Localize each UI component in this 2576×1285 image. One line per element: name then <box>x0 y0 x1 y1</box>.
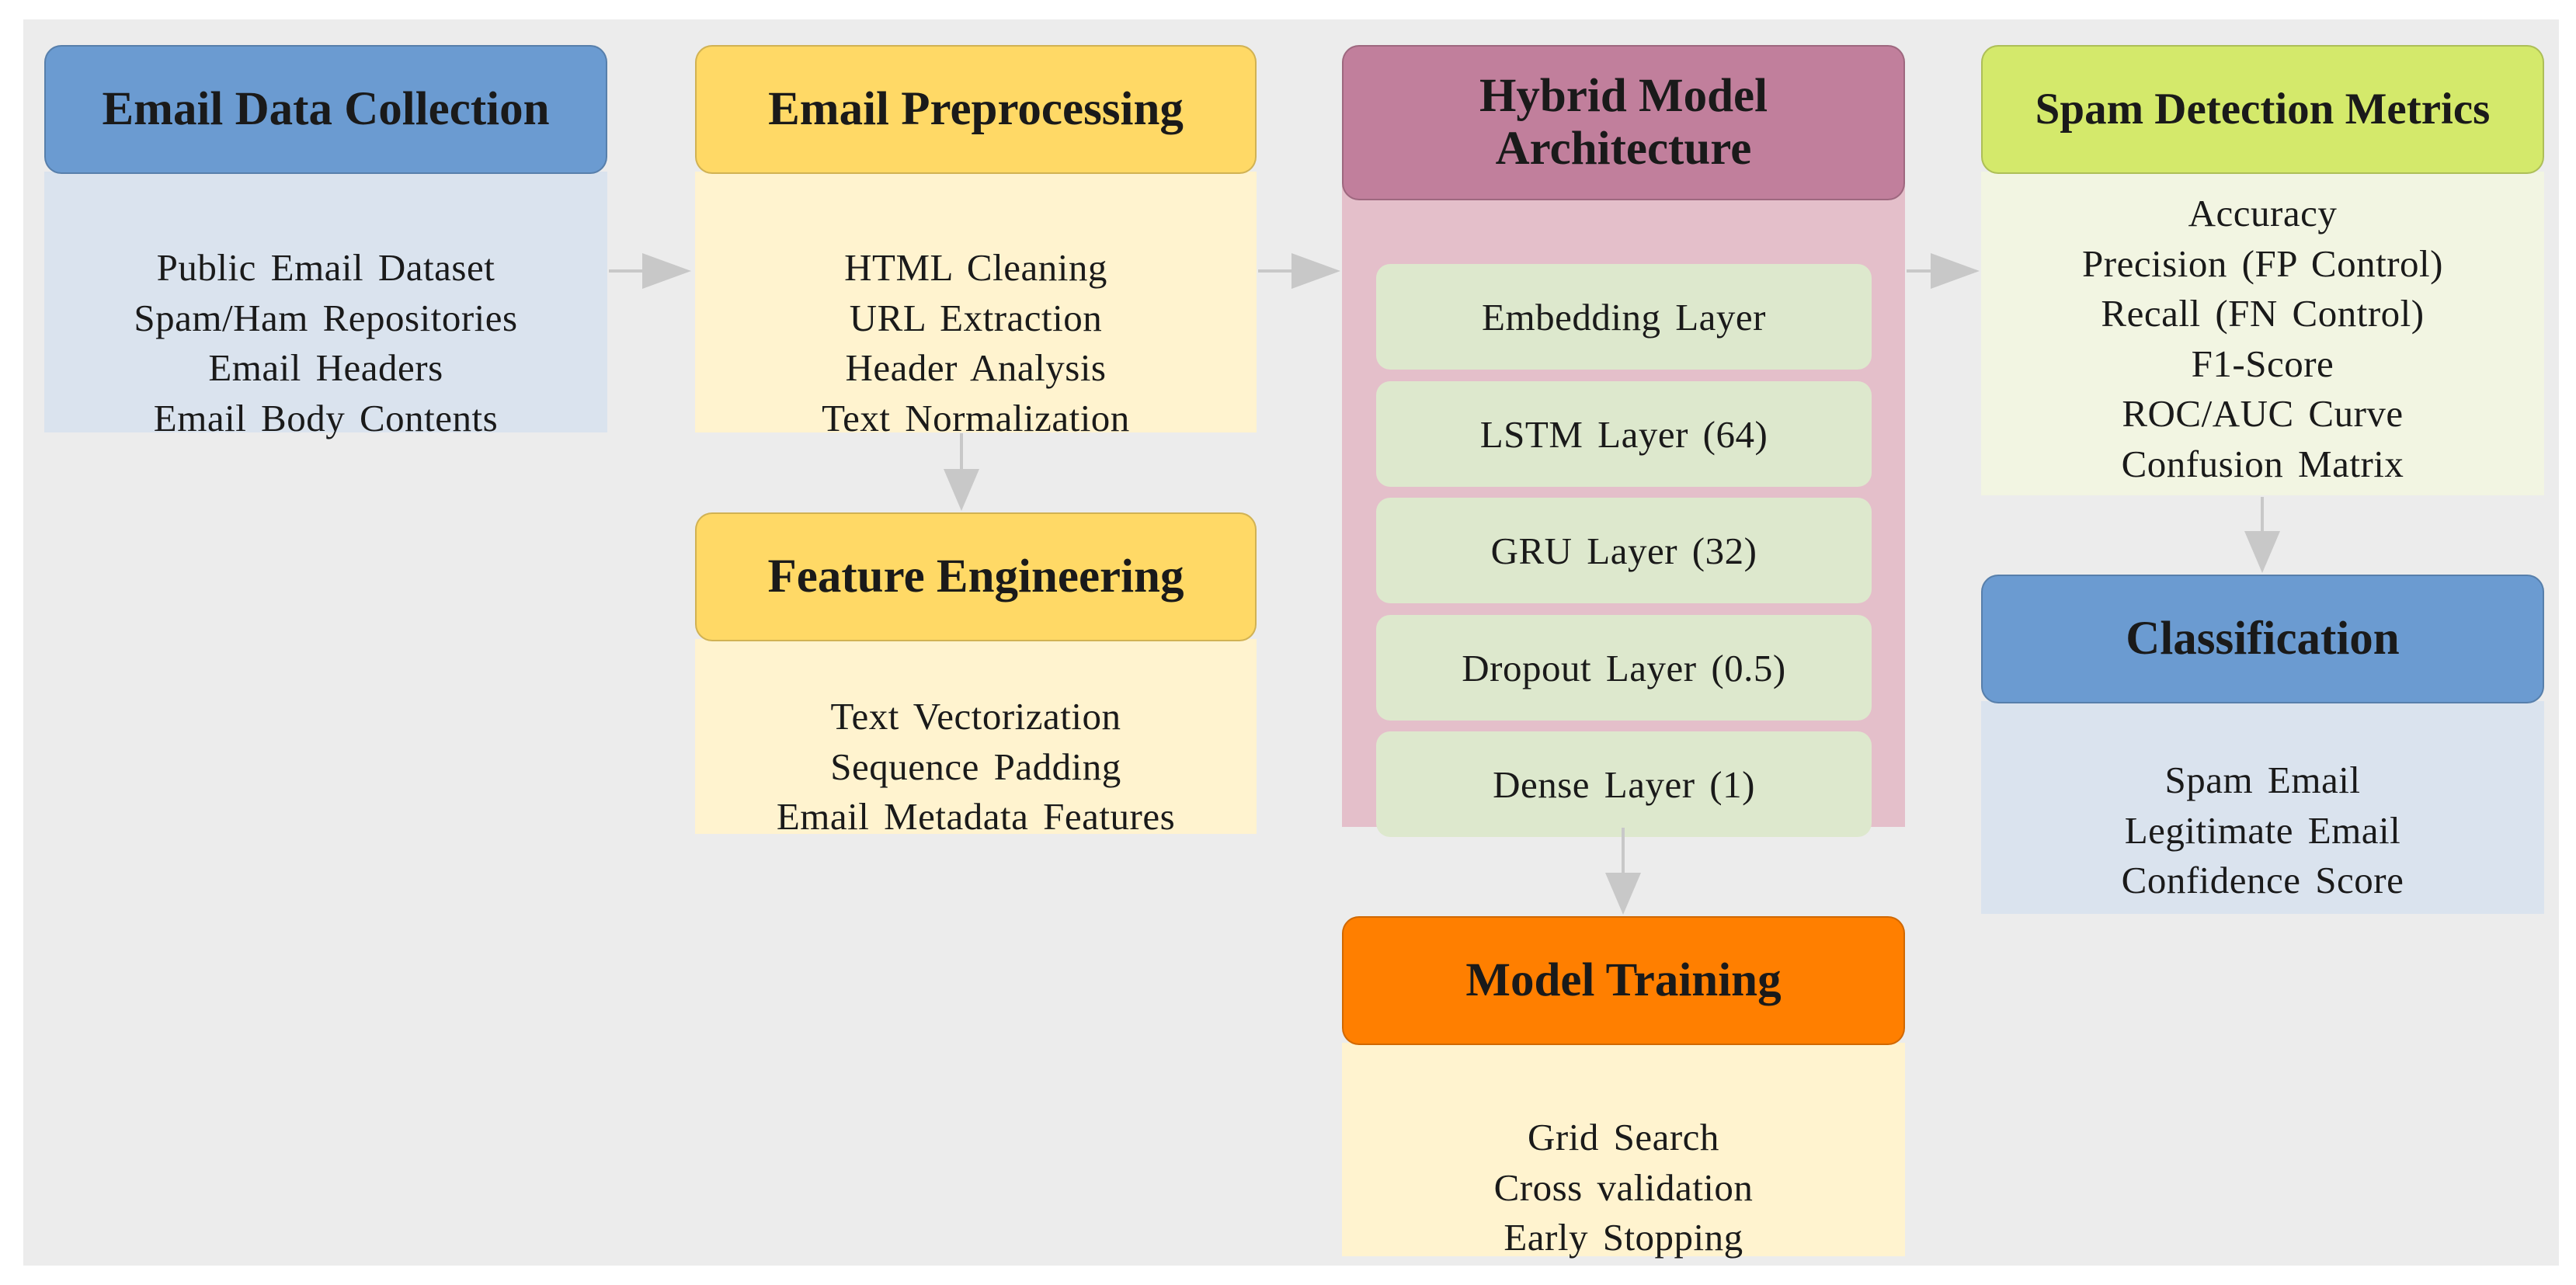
list-item: Spam/Ham Repositories <box>134 296 518 339</box>
list-item: Precision (FP Control) <box>2082 241 2443 285</box>
list-item: Spam Email <box>2164 759 2361 801</box>
classification-header: Classification <box>1981 575 2544 703</box>
hybrid-model-body: Embedding Layer LSTM Layer (64) GRU Laye… <box>1342 169 1905 837</box>
model-training-block: Grid Search Cross validation Early Stopp… <box>1342 916 1905 1259</box>
spam-detection-metrics-block: Accuracy Precision (FP Control) Recall (… <box>1981 45 2544 495</box>
lstm-layer-box: LSTM Layer (64) <box>1376 381 1872 487</box>
list-item: F1-Score <box>2191 342 2334 385</box>
list-item: Text Vectorization <box>830 695 1121 738</box>
email-data-collection-header: Email Data Collection <box>44 45 607 174</box>
email-preprocessing-body: HTML Cleaning URL Extraction Header Anal… <box>695 172 1257 439</box>
list-item: Email Headers <box>208 346 443 389</box>
list-item: Confusion Matrix <box>2121 442 2404 485</box>
classification-body: Spam Email Legitimate Email Confidence S… <box>1981 701 2544 914</box>
list-item: Email Metadata Features <box>776 795 1176 838</box>
embedding-layer-box: Embedding Layer <box>1376 264 1872 370</box>
email-preprocessing-header: Email Preprocessing <box>695 45 1257 174</box>
list-item: Public Email Dataset <box>156 246 495 289</box>
list-item: Accuracy <box>2188 192 2338 234</box>
list-item: Legitimate Email <box>2124 808 2401 852</box>
feature-engineering-body: Text Vectorization Sequence Padding Emai… <box>695 639 1257 838</box>
list-item: Confidence Score <box>2121 859 2404 901</box>
list-item: Email Body Contents <box>153 396 499 439</box>
dense-layer-box: Dense Layer (1) <box>1376 731 1872 837</box>
list-item: Text Normalization <box>822 396 1130 439</box>
email-data-collection-block: Public Email Dataset Spam/Ham Repositori… <box>44 45 607 439</box>
hybrid-model-title-line2: Architecture <box>1495 123 1752 175</box>
hybrid-model-header: Hybrid Model Architecture <box>1342 45 1905 200</box>
email-preprocessing-block: HTML Cleaning URL Extraction Header Anal… <box>695 45 1257 439</box>
list-item: Sequence Padding <box>830 745 1121 788</box>
list-item: Early Stopping <box>1504 1216 1743 1259</box>
feature-engineering-list: Text Vectorization Sequence Padding Emai… <box>695 692 1257 842</box>
list-item: URL Extraction <box>849 296 1103 339</box>
dropout-layer-box: Dropout Layer (0.5) <box>1376 615 1872 721</box>
gru-layer-box: GRU Layer (32) <box>1376 498 1872 603</box>
classification-block: Spam Email Legitimate Email Confidence S… <box>1981 575 2544 914</box>
list-item: ROC/AUC Curve <box>2122 392 2404 435</box>
email-preprocessing-list: HTML Cleaning URL Extraction Header Anal… <box>695 243 1257 443</box>
hybrid-model-title-line1: Hybrid Model <box>1479 69 1768 122</box>
email-data-collection-list: Public Email Dataset Spam/Ham Repositori… <box>44 243 607 443</box>
list-item: Recall (FN Control) <box>2101 292 2425 335</box>
model-training-list: Grid Search Cross validation Early Stopp… <box>1342 1113 1905 1263</box>
feature-engineering-block: Text Vectorization Sequence Padding Emai… <box>695 512 1257 838</box>
email-data-collection-body: Public Email Dataset Spam/Ham Repositori… <box>44 172 607 439</box>
classification-list: Spam Email Legitimate Email Confidence S… <box>1981 755 2544 906</box>
feature-engineering-header: Feature Engineering <box>695 512 1257 641</box>
list-item: Grid Search <box>1528 1116 1719 1158</box>
model-training-body: Grid Search Cross validation Early Stopp… <box>1342 1043 1905 1259</box>
model-training-header: Model Training <box>1342 916 1905 1045</box>
list-item: HTML Cleaning <box>844 246 1107 289</box>
list-item: Cross validation <box>1493 1165 1754 1209</box>
spam-detection-metrics-header: Spam Detection Metrics <box>1981 45 2544 174</box>
hybrid-model-architecture-block: Embedding Layer LSTM Layer (64) GRU Laye… <box>1342 45 1905 837</box>
spam-detection-metrics-list: Accuracy Precision (FP Control) Recall (… <box>1981 189 2544 489</box>
spam-detection-metrics-body: Accuracy Precision (FP Control) Recall (… <box>1981 172 2544 495</box>
list-item: Header Analysis <box>845 346 1107 389</box>
